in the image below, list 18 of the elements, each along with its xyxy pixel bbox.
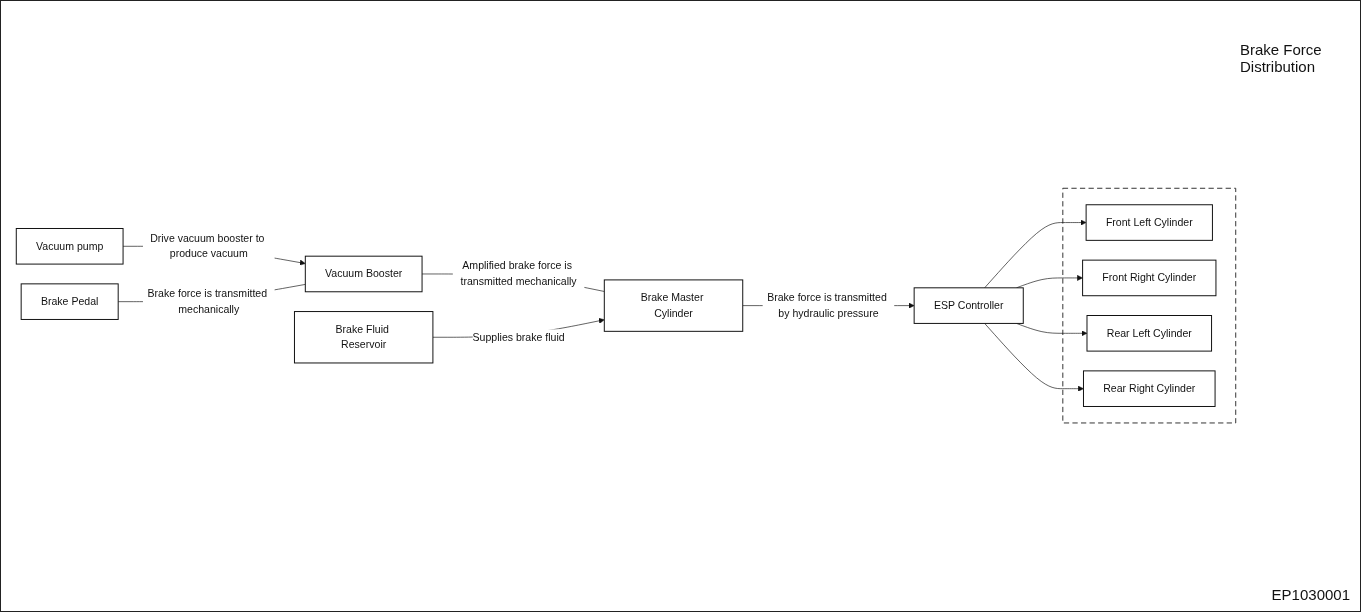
edge-label: Brake force is transmitted by hydraulic pressure xyxy=(767,292,887,320)
note-text: Brake Force Distribution xyxy=(1240,41,1323,75)
figure-code: EP1030001 xyxy=(1271,586,1350,603)
node-box: Vacuum Booster xyxy=(304,256,423,293)
node-box: Rear Left Cylinder xyxy=(1086,315,1213,352)
node-box: ESP Controller xyxy=(913,287,1024,325)
edge-label: Supplies brake fluid xyxy=(472,331,565,343)
edge-label: Drive vacuum booster to produce vacuum xyxy=(150,232,265,260)
node-box: Brake Pedal xyxy=(20,283,119,321)
edge-label: Brake force is transmitted mechanically xyxy=(147,288,268,316)
node-box: Vacuum pump xyxy=(15,228,124,265)
cluster xyxy=(1062,188,1237,424)
node-box: Rear Right Cylinder xyxy=(1083,370,1216,408)
edge-label: Amplified brake force is transmitted mechanically xyxy=(460,260,577,288)
node-box: Front Left Cylinder xyxy=(1085,204,1213,242)
node-box: Brake Master Cylinder xyxy=(603,279,744,333)
node-box: Front Right Cylinder xyxy=(1082,260,1217,297)
node-box: Brake Fluid Reservoir xyxy=(293,311,434,364)
